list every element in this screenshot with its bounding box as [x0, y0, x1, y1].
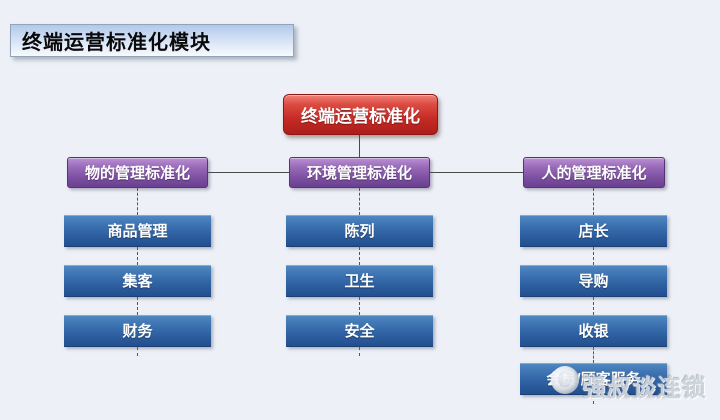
leaf-node: 导购: [520, 265, 667, 297]
connector-dashed: [137, 247, 138, 265]
connector-branch2-branch3: [430, 172, 523, 173]
leaf-node: 财务: [64, 315, 211, 347]
connector-root-vertical: [359, 135, 360, 158]
connector-dashed: [137, 188, 138, 215]
connector-dashed: [137, 297, 138, 315]
leaf-node: 陈列: [286, 215, 433, 247]
branch-node-people: 人的管理标准化: [523, 157, 665, 188]
leaf-node: 卫生: [286, 265, 433, 297]
connector-dashed: [359, 188, 360, 215]
root-node: 终端运营标准化: [283, 94, 438, 135]
connector-dashed: [593, 188, 594, 215]
connector-branch1-branch2: [208, 172, 289, 173]
leaf-node: 安全: [286, 315, 433, 347]
connector-dashed: [593, 247, 594, 265]
leaf-node: 店长: [520, 215, 667, 247]
connector-dashed: [359, 347, 360, 356]
leaf-node: 收银: [520, 315, 667, 347]
connector-dashed: [593, 297, 594, 315]
connector-dashed: [359, 247, 360, 265]
connector-dashed: [137, 347, 138, 356]
connector-dashed: [593, 347, 594, 363]
connector-dashed: [593, 395, 594, 404]
leaf-node: 集客: [64, 265, 211, 297]
branch-node-things: 物的管理标准化: [67, 157, 208, 188]
watermark-person-logo-icon: [551, 366, 579, 394]
slide-title: 终端运营标准化模块: [10, 24, 294, 57]
branch-node-environment: 环境管理标准化: [289, 157, 430, 188]
watermark-text: 强叔谈连锁: [582, 375, 707, 402]
connector-dashed: [359, 297, 360, 315]
leaf-node: 商品管理: [64, 215, 211, 247]
